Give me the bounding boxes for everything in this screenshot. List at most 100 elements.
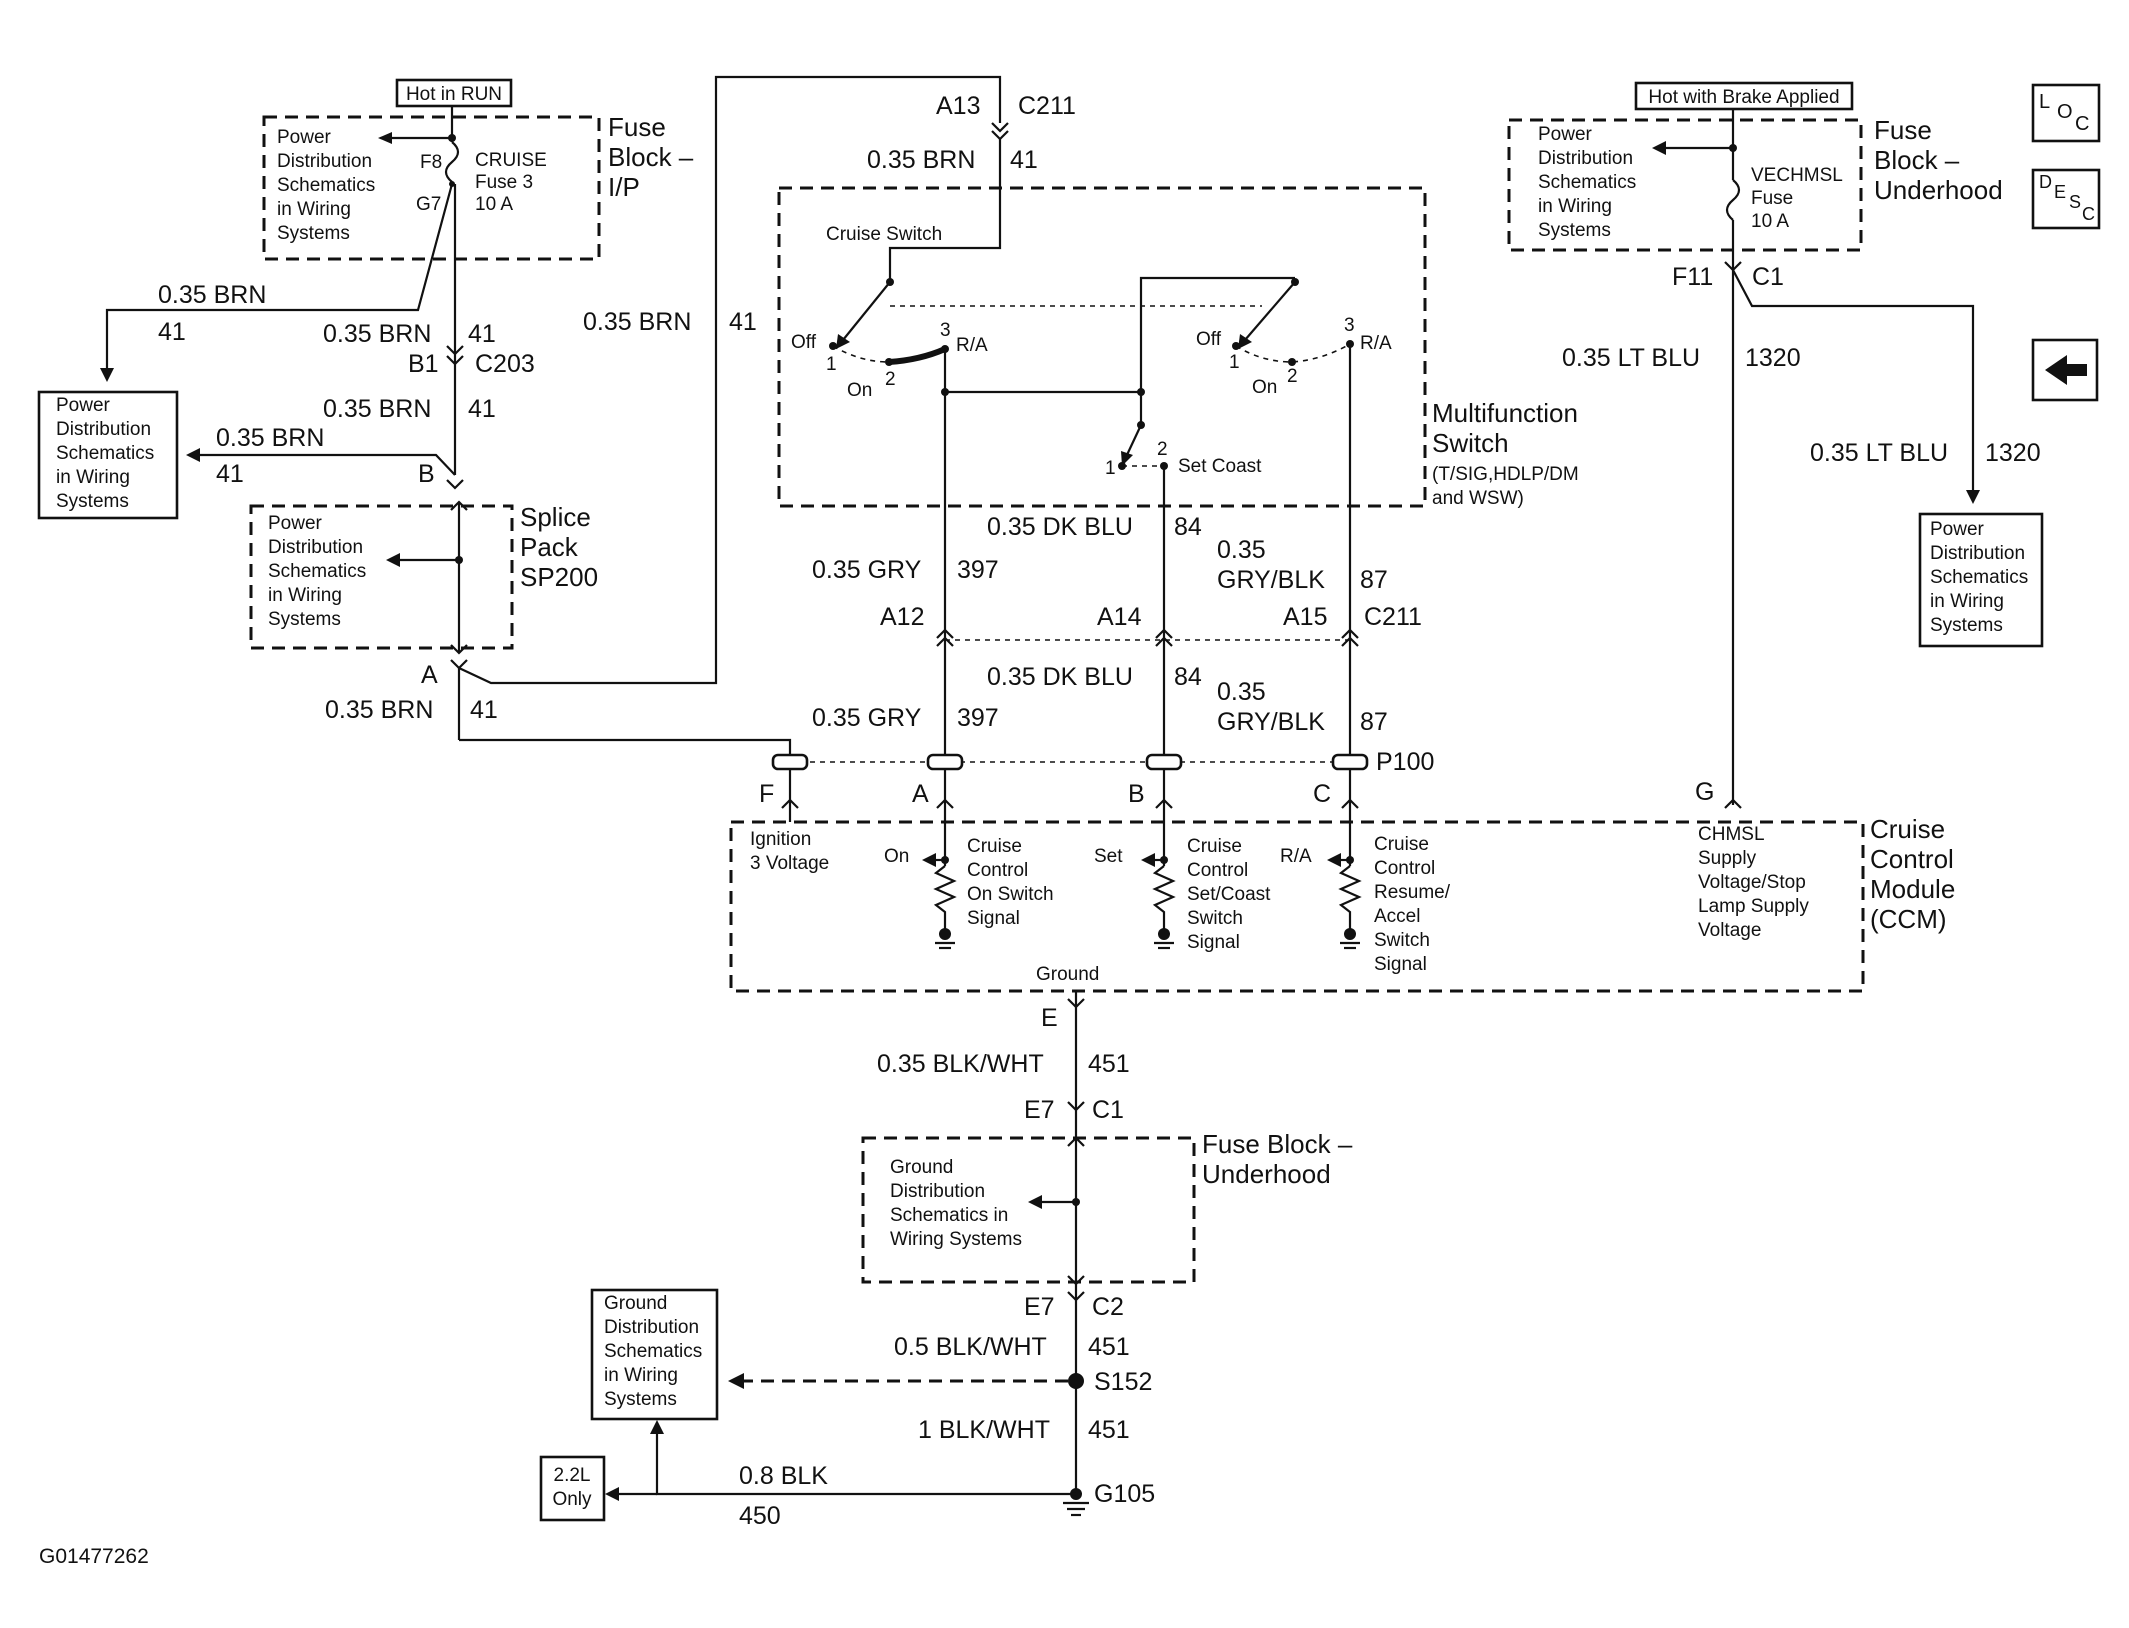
pd-right-box-line-4: in Wiring (1930, 591, 2004, 612)
fuse-block-uh-mid-label-2: Underhood (1202, 1159, 1331, 1189)
wire-blkwht35-label: 0.35 BLK/WHT (877, 1050, 1044, 1078)
gd-box-line-2: Distribution (604, 1317, 699, 1338)
hot-with-brake-label: Hot with Brake Applied (1648, 87, 1839, 108)
fuse-block-underhood-top: Hot with Brake Applied Power Distributio… (1507, 81, 2003, 270)
connector-p100-f-icon (771, 753, 809, 771)
ignition-label-1: Ignition (750, 829, 811, 850)
pd-right-box-line-2: Distribution (1930, 543, 2025, 564)
fuse-block-ip-label-1: Fuse (608, 112, 666, 142)
connector-a12: A12 (880, 603, 924, 631)
resume-switch-line-6: Signal (1374, 954, 1427, 975)
gd-mid-line-1: Ground (890, 1157, 953, 1178)
resume-switch-line-3: Resume/ (1374, 882, 1451, 903)
wire-gry-label-1: 0.35 GRY (812, 556, 922, 584)
pd-right-line-5: Systems (1538, 220, 1611, 241)
connector-c1-mid-icon (1067, 1101, 1085, 1112)
wire-84-label-1: 84 (1174, 513, 1202, 541)
wire-brn-label-4: 0.35 BRN (216, 424, 324, 452)
hot-with-brake-box (1634, 81, 1854, 111)
wire-397-label-2: 397 (957, 704, 999, 732)
sp-pd-line-1: Power (268, 513, 323, 534)
multifunction-switch: Multifunction Switch (T/SIG,HDLP/DM and … (777, 139, 1579, 509)
ground-icon (1158, 928, 1170, 940)
connector-c211-top: C211 (1018, 92, 1076, 120)
ground-icon (939, 928, 951, 940)
arrow-left-icon (1652, 141, 1666, 155)
wire-41-label-6: 41 (729, 308, 757, 336)
wire-gryblk-label-1b: GRY/BLK (1217, 566, 1325, 594)
chmsl-line-2: Supply (1698, 848, 1757, 869)
multifunction-sub-1: (T/SIG,HDLP/DM (1432, 464, 1579, 485)
cruise-p2: 2 (885, 369, 896, 390)
resistor-icon (1338, 865, 1362, 930)
wire-blkwht05-label: 0.5 BLK/WHT (894, 1333, 1047, 1361)
fuse-block-uh-mid-boundary (861, 1136, 1196, 1284)
pd-left-line-4: in Wiring (56, 467, 130, 488)
ground-icon (1344, 928, 1356, 940)
wire-dkblu-label-2: 0.35 DK BLU (987, 663, 1133, 691)
wire-gryblk-label-1a: 0.35 (1217, 536, 1266, 564)
arrow-left-icon (1327, 853, 1341, 867)
connector-p100-a-icon (926, 753, 964, 771)
on-switch-line-3: On Switch (967, 884, 1054, 905)
splice-s152-icon (1068, 1373, 1084, 1389)
connector-a14-icon (1155, 628, 1173, 647)
wire-41-label-7: 41 (1010, 146, 1038, 174)
on-switch-line-1: Cruise (967, 836, 1022, 857)
pin-c: C (1313, 780, 1331, 808)
back-arrow-icon[interactable] (2031, 338, 2099, 402)
chmsl-line-3: Voltage/Stop (1698, 872, 1806, 893)
cruise-p3: 3 (940, 320, 951, 341)
pd-right-line-1: Power (1538, 124, 1593, 145)
desc-icon[interactable]: D E S C (2031, 168, 2101, 230)
connector-p100: P100 (1376, 748, 1434, 776)
fuse-block-uh-top-label-2: Block – (1874, 145, 1960, 175)
arrow-left-icon (1141, 853, 1155, 867)
gd-box-line-3: Schematics (604, 1341, 702, 1362)
ground-dist-box (590, 1288, 719, 1421)
wire-brn-label-3: 0.35 BRN (323, 395, 431, 423)
connector-c211-mid: C211 (1364, 603, 1422, 631)
connector-c211-top-icon (991, 122, 1009, 141)
pd-right-box-line-5: Systems (1930, 615, 2003, 636)
wire-451-label-1: 451 (1088, 1050, 1130, 1078)
ccm-label-1: Cruise (1870, 814, 1945, 844)
ra-p1: 1 (1229, 352, 1240, 373)
power-dist-box-right (1918, 512, 2044, 648)
on-switch-line-2: Control (967, 860, 1028, 881)
hot-in-run-label: Hot in RUN (406, 84, 502, 105)
ccm-label-2: Control (1870, 844, 1954, 874)
svg-text:L: L (2039, 91, 2050, 113)
arrow-left-icon (728, 1373, 744, 1389)
arrow-left-icon (605, 1487, 619, 1501)
cruise-off-label: Off (791, 332, 817, 353)
connector-f11: F11 (1672, 263, 1713, 291)
sp-pd-line-5: Systems (268, 609, 341, 630)
connector-a15: A15 (1283, 603, 1327, 631)
pd-right-line-4: in Wiring (1538, 196, 1612, 217)
cruise-fuse-name: CRUISE (475, 150, 547, 171)
arrow-icon (1121, 451, 1133, 466)
cruise-on-label: On (847, 380, 872, 401)
hot-in-run-box (395, 78, 513, 108)
gd-mid-line-4: Wiring Systems (890, 1229, 1022, 1250)
loc-icon[interactable]: L O C (2031, 83, 2101, 143)
wire-84-label-2: 84 (1174, 663, 1202, 691)
connector-b: B (418, 460, 435, 488)
chmsl-line-1: CHMSL (1698, 824, 1765, 845)
wire-1320-label-2: 1320 (1985, 439, 2041, 467)
fuse-block-ip-label-3: I/P (608, 172, 640, 202)
resume-switch-line-1: Cruise (1374, 834, 1429, 855)
wire-brn-label-5: 0.35 BRN (325, 696, 433, 724)
ground-g105: G105 (1094, 1480, 1155, 1508)
splice-s152: S152 (1094, 1368, 1152, 1396)
arrow-left-icon (922, 853, 936, 867)
resume-switch-line-5: Switch (1374, 930, 1430, 951)
engine-note-line-1: 2.2L (554, 1465, 591, 1486)
set-switch-line-2: Control (1187, 860, 1248, 881)
cruise-p1: 1 (826, 354, 837, 375)
multifunction-label-2: Switch (1432, 428, 1509, 458)
wire-brn-label-1: 0.35 BRN (158, 281, 266, 309)
arrow-left-icon (186, 448, 200, 462)
